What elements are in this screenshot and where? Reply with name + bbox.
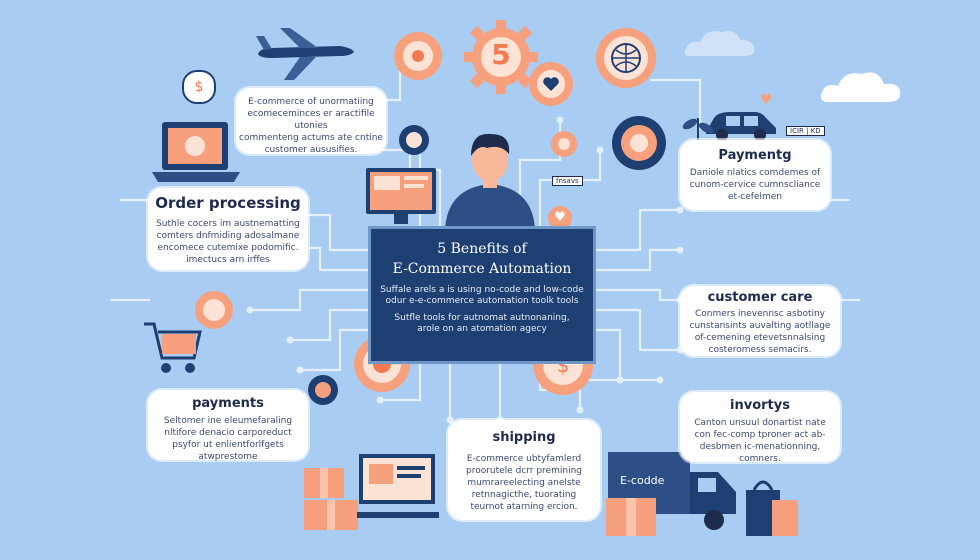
car-sign: ICIR | KD [786, 126, 825, 136]
car-illustration [706, 112, 776, 141]
shipping-callout: shipping E-commerce ubtyfamlerd proorute… [448, 420, 600, 520]
heart-icon: ♥ [760, 92, 773, 108]
intro-callout: E-commerce of unormatiing ecomeceminces … [236, 88, 386, 155]
gear-icon [551, 131, 577, 157]
paymentg-callout: Paymentg Daniole nlatics comdemes of cun… [680, 140, 830, 210]
board-title-line-1: 5 Benefits of [437, 241, 527, 257]
boxes-illustration [606, 498, 656, 536]
shopping-cart-icon [144, 322, 202, 373]
gear-icon [612, 116, 666, 170]
inventory-callout: invortys Canton unsuul donartist nate co… [680, 392, 840, 464]
paymentg-text: Daniole nlatics comdemes of cunom-cervic… [689, 168, 821, 202]
gear-number: 5 [491, 38, 511, 71]
gear-icon [195, 291, 233, 329]
board-subtext-1: Suffale arels a is using no-code and low… [380, 285, 584, 306]
payments-callout: payments Seltomer ine eleumefaraling nlt… [148, 390, 308, 462]
order-processing-callout: Order processing Suthle cocers im austne… [148, 188, 308, 270]
paymentg-title: Paymentg [718, 148, 792, 163]
screen-tag: fnsavs [552, 176, 583, 186]
order-processing-text: Suthle cocers im austnematting comters d… [156, 219, 300, 265]
monitor-illustration [357, 454, 439, 518]
cloud-icon [684, 31, 755, 56]
payments-title: payments [192, 396, 264, 411]
gear-icon [394, 32, 442, 80]
dollar-coin-icon: $ [182, 70, 216, 104]
payments-text: Seltomer ine eleumefaraling nltifore den… [163, 416, 293, 462]
inventory-title: invortys [730, 398, 790, 413]
monitor-illustration [366, 168, 436, 224]
heart-gear-icon [529, 62, 573, 106]
intro-callout-text: E-commerce of unormatiing ecomeceminces … [239, 97, 383, 155]
truck-label: E-codde [620, 474, 665, 487]
customer-care-callout: customer care Conmers inevennsc asbotiny… [680, 286, 840, 356]
boxes-illustration [304, 468, 358, 530]
cloud-icon [820, 72, 901, 102]
board-subtext-2: Sutfle tools for autnomat autnonaning, a… [394, 313, 570, 334]
shopping-bags-illustration [746, 480, 798, 536]
order-processing-title: Order processing [155, 194, 301, 212]
globe-gear-icon [596, 28, 656, 88]
shipping-text: E-commerce ubtyfamlerd proorutele dcrr p… [465, 454, 582, 512]
gear-icon [464, 20, 538, 94]
shipping-title: shipping [492, 430, 556, 445]
central-title-board: 5 Benefits of E-Commerce Automation Suff… [368, 226, 596, 364]
inventory-text: Canton unsuul donartist nate con fec-com… [694, 418, 826, 464]
airplane-icon [256, 28, 354, 80]
person-at-desk-illustration [445, 133, 535, 230]
gear-icon [399, 125, 429, 155]
laptop-illustration [152, 122, 240, 182]
gear-icon [308, 375, 338, 405]
board-title-line-2: E-Commerce Automation [392, 261, 572, 277]
customer-care-text: Conmers inevennsc asbotiny cunstansints … [689, 309, 831, 355]
customer-care-title: customer care [707, 290, 813, 305]
